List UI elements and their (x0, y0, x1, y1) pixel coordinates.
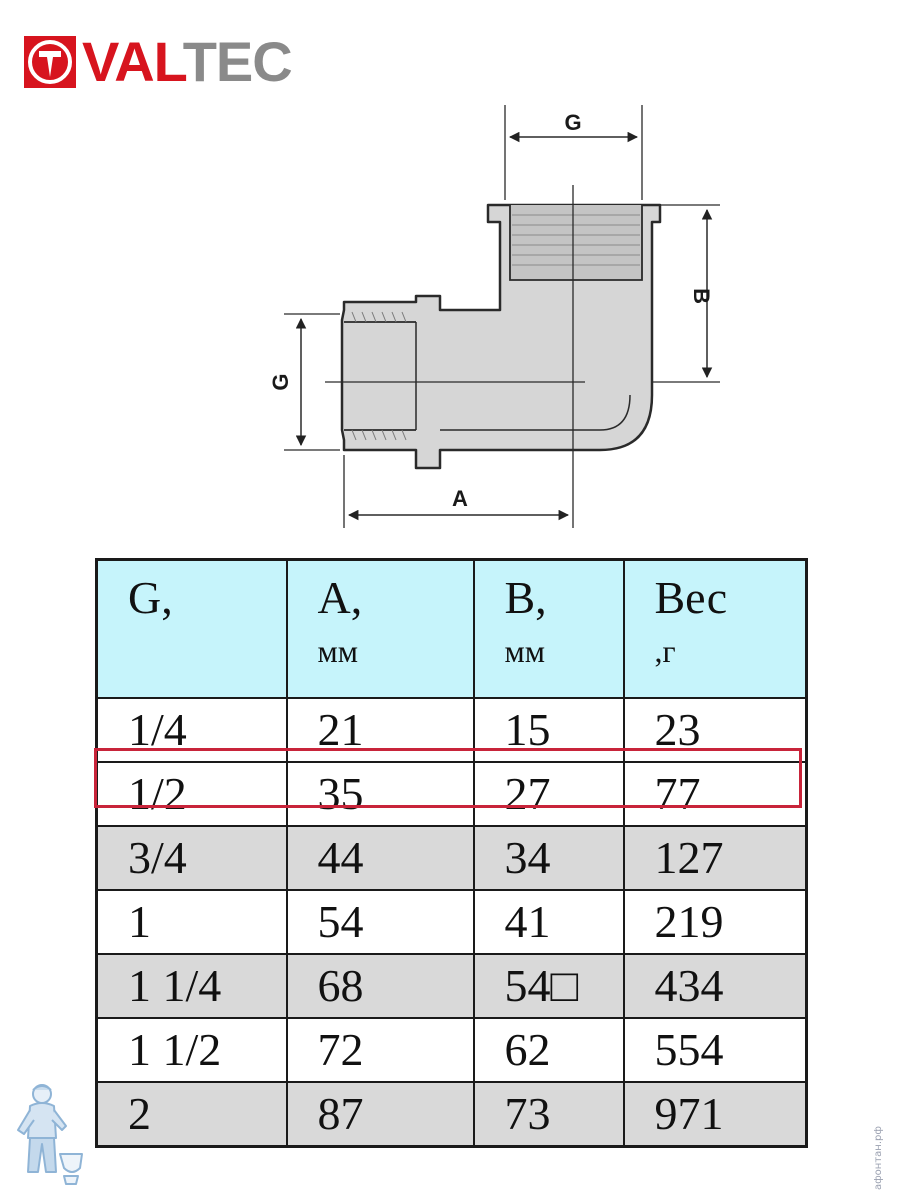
cell-weight: 77 (622, 761, 808, 827)
cell-g: 1/2 (95, 761, 288, 827)
label-g-top: G (564, 110, 581, 135)
cell-a: 35 (285, 761, 475, 827)
cell-b: 62 (472, 1017, 625, 1083)
cell-weight: 219 (622, 889, 808, 955)
dimension-b: B (652, 204, 720, 383)
dimension-g-top: G (504, 105, 643, 200)
watermark-text: афонтан.рф (873, 1126, 884, 1190)
cell-g: 1 1/4 (95, 953, 288, 1019)
brand-name-red: VAL (82, 30, 184, 93)
header-g: G, (95, 558, 288, 699)
table-row: 1 1/4 68 54□ 434 (95, 953, 808, 1019)
label-a: A (452, 486, 468, 511)
cell-g: 2 (95, 1081, 288, 1148)
cell-g: 3/4 (95, 825, 288, 891)
table-row: 3/4 44 34 127 (95, 825, 808, 891)
cell-a: 72 (285, 1017, 475, 1083)
fitting-body (340, 203, 662, 470)
table-row: 1 54 41 219 (95, 889, 808, 955)
cell-g: 1/4 (95, 697, 288, 763)
header-weight: Вес,г (622, 558, 808, 699)
brand-wordmark: VALTEC (82, 30, 293, 94)
cell-weight: 434 (622, 953, 808, 1019)
centerlines (325, 185, 585, 528)
cell-b: 15 (472, 697, 625, 763)
cell-a: 87 (285, 1081, 475, 1148)
cell-b: 27 (472, 761, 625, 827)
cell-g: 1 1/2 (95, 1017, 288, 1083)
cell-a: 44 (285, 825, 475, 891)
table-header-row: G, A,мм B,мм Вес,г (95, 558, 808, 699)
cell-b: 34 (472, 825, 625, 891)
cell-weight: 971 (622, 1081, 808, 1148)
header-a: A,мм (285, 558, 475, 699)
cell-g: 1 (95, 889, 288, 955)
elbow-fitting-drawing: G B G A (268, 105, 720, 528)
valtec-logo: VALTEC (24, 30, 334, 93)
cell-b: 73 (472, 1081, 625, 1148)
cell-a: 68 (285, 953, 475, 1019)
table-row: 1 1/2 72 62 554 (95, 1017, 808, 1083)
brand-name-grey: TEC (182, 30, 293, 93)
cell-b: 41 (472, 889, 625, 955)
cell-weight: 554 (622, 1017, 808, 1083)
plumber-mascot-icon (17, 1084, 83, 1185)
cell-weight: 127 (622, 825, 808, 891)
cell-weight: 23 (622, 697, 808, 763)
label-g-left: G (268, 373, 293, 390)
dimensions-table: G, A,мм B,мм Вес,г 1/4 21 15 23 1/2 35 2… (95, 558, 808, 1148)
label-b: B (689, 288, 714, 304)
table-row: 2 87 73 971 (95, 1081, 808, 1148)
cell-a: 21 (285, 697, 475, 763)
cell-a: 54 (285, 889, 475, 955)
table-row: 1/4 21 15 23 (95, 697, 808, 763)
dimension-a: A (343, 455, 570, 528)
cell-b: 54□ (472, 953, 625, 1019)
dimension-g-left: G (268, 313, 340, 451)
valtec-emblem-icon (24, 36, 76, 88)
header-b: B,мм (472, 558, 625, 699)
table-row-highlighted: 1/2 35 27 77 (95, 761, 808, 827)
